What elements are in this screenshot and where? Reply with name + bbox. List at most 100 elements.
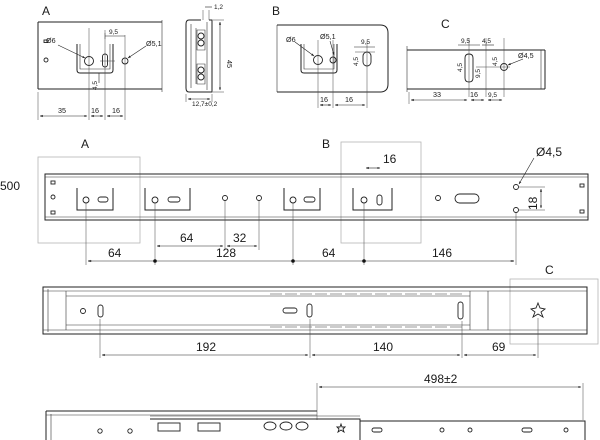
assembled-rail-slot-4 (457, 301, 464, 320)
profile-dim-width: 12,7±0,2 (192, 101, 218, 108)
extended-rail-dim: 498±2 (424, 372, 458, 386)
main-rail-body (44, 173, 589, 221)
assembled-rail-dim-third: 69 (492, 340, 506, 354)
main-rail-stamping-1 (76, 188, 114, 211)
main-rail-stamping-4 (352, 188, 393, 211)
detail-c-slot (464, 53, 474, 83)
detail-b-dim-mid-2: 16 (345, 95, 353, 104)
profile-dim-height: 45 (225, 60, 234, 68)
extended-rail-oval-1 (263, 421, 277, 431)
detail-b-leader-large (294, 41, 315, 57)
main-rail-dim-total: 128 (216, 246, 236, 260)
main-rail-end-hole (50, 194, 56, 200)
detail-a-dim-mid-2: 16 (112, 106, 120, 115)
main-rail-dim-second: 64 (180, 231, 194, 245)
assembled-rail-dim-first: 192 (196, 340, 216, 354)
detail-a-dim-left: 35 (58, 106, 66, 115)
detail-b-dim-vertical: 4,5 (353, 57, 360, 66)
main-rail-end-slot-1 (50, 180, 56, 185)
main-rail-dim-third: 32 (233, 231, 247, 245)
detail-a-hole-large-label: Ø6 (46, 36, 56, 45)
detail-b-dim-top: 9,5 (361, 39, 370, 46)
main-rail: 500 A B (0, 137, 589, 265)
detail-a-dim-mid-1: 16 (91, 106, 99, 115)
profile-retainer-top (196, 29, 206, 51)
assembled-rail-dim-second: 140 (373, 340, 393, 354)
detail-a-dim-vertical: 4,5 (92, 81, 99, 90)
main-rail-end-slot-4 (579, 209, 585, 214)
detail-b-hole-large-label: Ø6 (286, 35, 296, 44)
profile-ball-top-2 (197, 39, 205, 47)
detail-a-leader-small (127, 45, 147, 59)
profile-outer-channel (185, 19, 213, 93)
detail-c-dim-vert-1: 4,5 (457, 63, 464, 72)
detail-c: C 9,5 4,5 4,5 9,5 4,5 Ø4,5 33 16 9,5 (406, 17, 546, 104)
extended-rail-star-icon (335, 422, 347, 434)
main-rail-long-slot (454, 193, 480, 204)
extended-rail-oval-2 (279, 421, 293, 431)
detail-c-callout-box (509, 278, 599, 345)
main-rail-label-a: A (81, 137, 89, 151)
profile-retainer-bottom (196, 63, 206, 85)
assembled-rail-star-icon (529, 301, 547, 319)
assembled-rail: C 192 140 69 (42, 263, 599, 358)
extended-rail-hole-3 (439, 427, 445, 433)
main-rail-stamping-2 (144, 188, 191, 211)
detail-a-label: A (42, 4, 50, 18)
detail-c-label: C (441, 17, 450, 31)
detail-a-callout-box (37, 156, 141, 244)
extended-rail-slot-1 (371, 427, 383, 433)
assembled-rail-hole-1 (80, 308, 86, 314)
main-rail-hole-4 (513, 184, 519, 190)
detail-c-leader (507, 58, 524, 66)
main-rail-end-slot-2 (50, 210, 56, 215)
extended-rail: 498±2 (45, 372, 586, 440)
extended-rail-slot-2 (521, 427, 533, 433)
main-rail-end-slot-3 (579, 183, 585, 188)
profile-ball-bottom-1 (197, 66, 205, 74)
detail-b-hole-small-label: Ø5,1 (320, 32, 336, 41)
detail-b-leader-small (329, 40, 335, 56)
detail-b-stamping (300, 44, 338, 74)
main-rail-stamping-3 (283, 188, 321, 211)
detail-c-dim-vert-2: 9,5 (475, 69, 482, 78)
detail-b-dim-mid-1: 16 (320, 95, 328, 104)
detail-c-dim-top-2: 4,5 (482, 38, 491, 45)
detail-c-dim-bottom-3: 9,5 (488, 92, 497, 99)
main-rail-hole-5 (513, 207, 519, 213)
main-rail-b-dim: 16 (383, 152, 397, 166)
detail-a-small-slot (43, 39, 49, 43)
main-rail-hole-3 (435, 195, 441, 201)
main-rail-dot-2 (291, 259, 295, 263)
detail-a-dim-top: 9,5 (109, 29, 118, 36)
main-rail-dim-last: 146 (432, 246, 452, 260)
assembled-rail-slot-1 (97, 304, 104, 318)
detail-a: A Ø6 Ø5,1 9,5 4,5 35 (37, 4, 163, 120)
detail-b-rail-outline (277, 24, 389, 93)
detail-b-callout-box (340, 141, 422, 244)
main-rail-dim-first: 64 (108, 246, 122, 260)
detail-c-hole-label: Ø4,5 (518, 51, 534, 60)
main-rail-hole-2 (256, 195, 262, 201)
detail-b-label: B (272, 4, 280, 18)
rail-length-label: 500 (0, 179, 20, 193)
detail-b: B Ø6 Ø5,1 9,5 4,5 16 16 (272, 4, 389, 108)
detail-c-dim-bottom-2: 16 (470, 90, 478, 99)
extended-rail-inner-member (360, 420, 586, 440)
detail-b-stamping-inner (303, 44, 335, 70)
main-rail-dim-fourth: 64 (322, 246, 336, 260)
main-rail-hole-leader (518, 157, 535, 185)
main-rail-dot-1 (153, 259, 157, 263)
detail-a-hole-small-label: Ø5,1 (146, 39, 162, 48)
detail-a-leader-large (57, 44, 86, 59)
profile-section: 1,2 45 12,7±0,2 (185, 4, 234, 108)
assembled-rail-slot-2 (282, 307, 298, 314)
main-rail-dot-3 (362, 259, 366, 263)
extended-rail-hole-1 (97, 428, 103, 434)
detail-c-dim-vert-3: 4,5 (492, 57, 499, 66)
extended-rail-hole-4 (467, 427, 473, 433)
assembled-rail-label-c: C (545, 263, 554, 277)
detail-c-dim-top-1: 9,5 (461, 38, 470, 45)
main-rail-dim-vertical: 18 (526, 196, 540, 210)
